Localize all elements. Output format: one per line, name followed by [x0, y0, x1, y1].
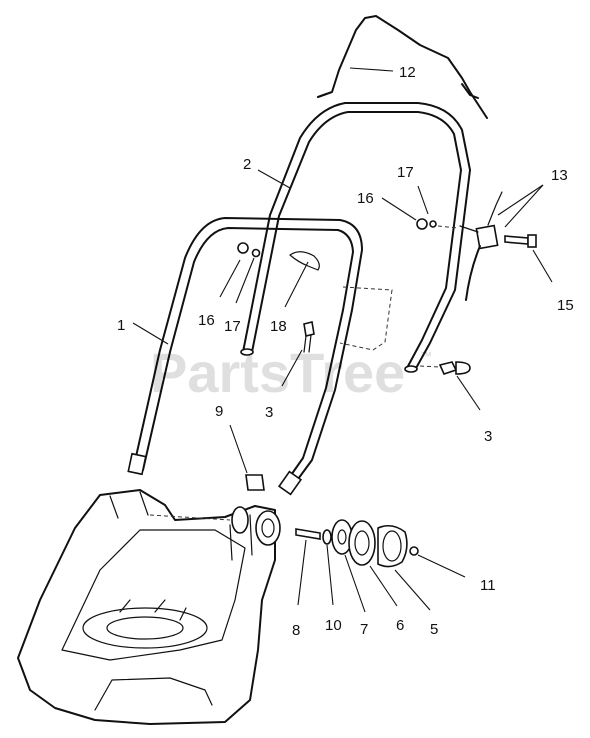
callout-7: 7: [360, 621, 368, 638]
part-6-wheel-insert[interactable]: [348, 520, 376, 566]
callout-16-lower: 16: [198, 312, 215, 329]
part-13-switch-cable[interactable]: [459, 191, 503, 301]
callout-12: 12: [399, 64, 416, 81]
callout-3-upper: 3: [484, 428, 492, 445]
callout-9: 9: [215, 403, 223, 420]
callout-13: 13: [551, 167, 568, 184]
callout-8: 8: [292, 622, 300, 639]
part-12-bail[interactable]: [317, 15, 488, 119]
callout-6: 6: [396, 617, 404, 634]
callout-10: 10: [325, 617, 342, 634]
callout-labels: 12 2 17 16 13 15 1 16 17 18 3 3 9 11 8 1…: [117, 64, 574, 639]
callout-2: 2: [243, 156, 251, 173]
watermark-text: PartsTree: [150, 341, 405, 404]
part-18-cable-clip[interactable]: [289, 251, 320, 271]
watermark-trademark: ™: [420, 349, 432, 363]
part-11-nut[interactable]: [409, 546, 419, 556]
callout-11: 11: [480, 577, 496, 594]
leader-lines: [132, 67, 553, 613]
callout-1: 1: [117, 317, 125, 334]
callout-16-upper: 16: [357, 190, 374, 207]
mower-deck[interactable]: [17, 489, 281, 725]
callout-18: 18: [270, 318, 287, 335]
part-10-washer[interactable]: [322, 529, 332, 545]
callout-17-upper: 17: [397, 164, 414, 181]
part-5-wheel[interactable]: [377, 524, 408, 568]
part-9-pivot-clip[interactable]: [245, 474, 265, 491]
part-15-bolt[interactable]: [504, 234, 537, 248]
cable-routing-outline: [339, 286, 393, 351]
part-3-knob-lower[interactable]: [303, 321, 315, 353]
part-16-17-upper-hardware[interactable]: [416, 218, 459, 230]
callout-5: 5: [430, 621, 438, 638]
part-1-lower-handle[interactable]: [127, 217, 363, 496]
callout-3-lower: 3: [265, 404, 273, 421]
callout-15: 15: [557, 297, 574, 314]
part-16-17-lower-hardware[interactable]: [237, 242, 261, 258]
part-2-upper-handle[interactable]: [240, 102, 471, 373]
part-3-knob-upper[interactable]: [419, 361, 471, 375]
part-8-axle-bolt[interactable]: [295, 528, 321, 540]
callout-17-lower: 17: [224, 318, 241, 335]
